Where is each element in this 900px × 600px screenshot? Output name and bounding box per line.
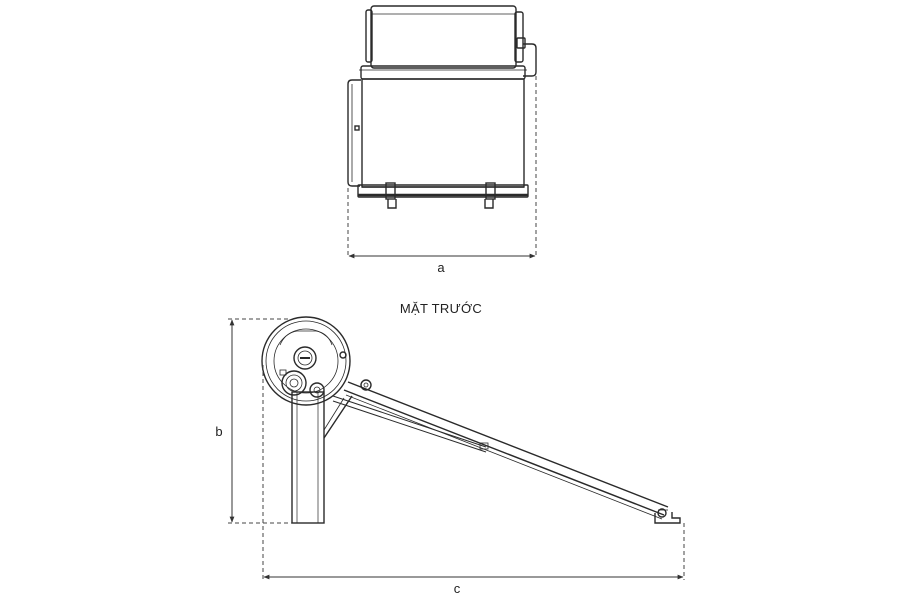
dimension-b (228, 318, 292, 524)
front-view-collector (332, 379, 681, 524)
dimension-b-label: b (215, 424, 222, 439)
top-view-panel (347, 65, 529, 209)
front-view-title: MẶT TRƯỚC (400, 301, 482, 316)
front-view-post (291, 391, 353, 524)
dimension-c (262, 365, 685, 580)
dimension-c-label: c (454, 581, 461, 596)
top-view (347, 5, 537, 209)
dimension-a-label: a (437, 260, 445, 275)
front-view (261, 316, 681, 524)
front-view-tank (261, 316, 351, 406)
top-view-tank (365, 5, 537, 77)
dimension-a (347, 76, 537, 259)
